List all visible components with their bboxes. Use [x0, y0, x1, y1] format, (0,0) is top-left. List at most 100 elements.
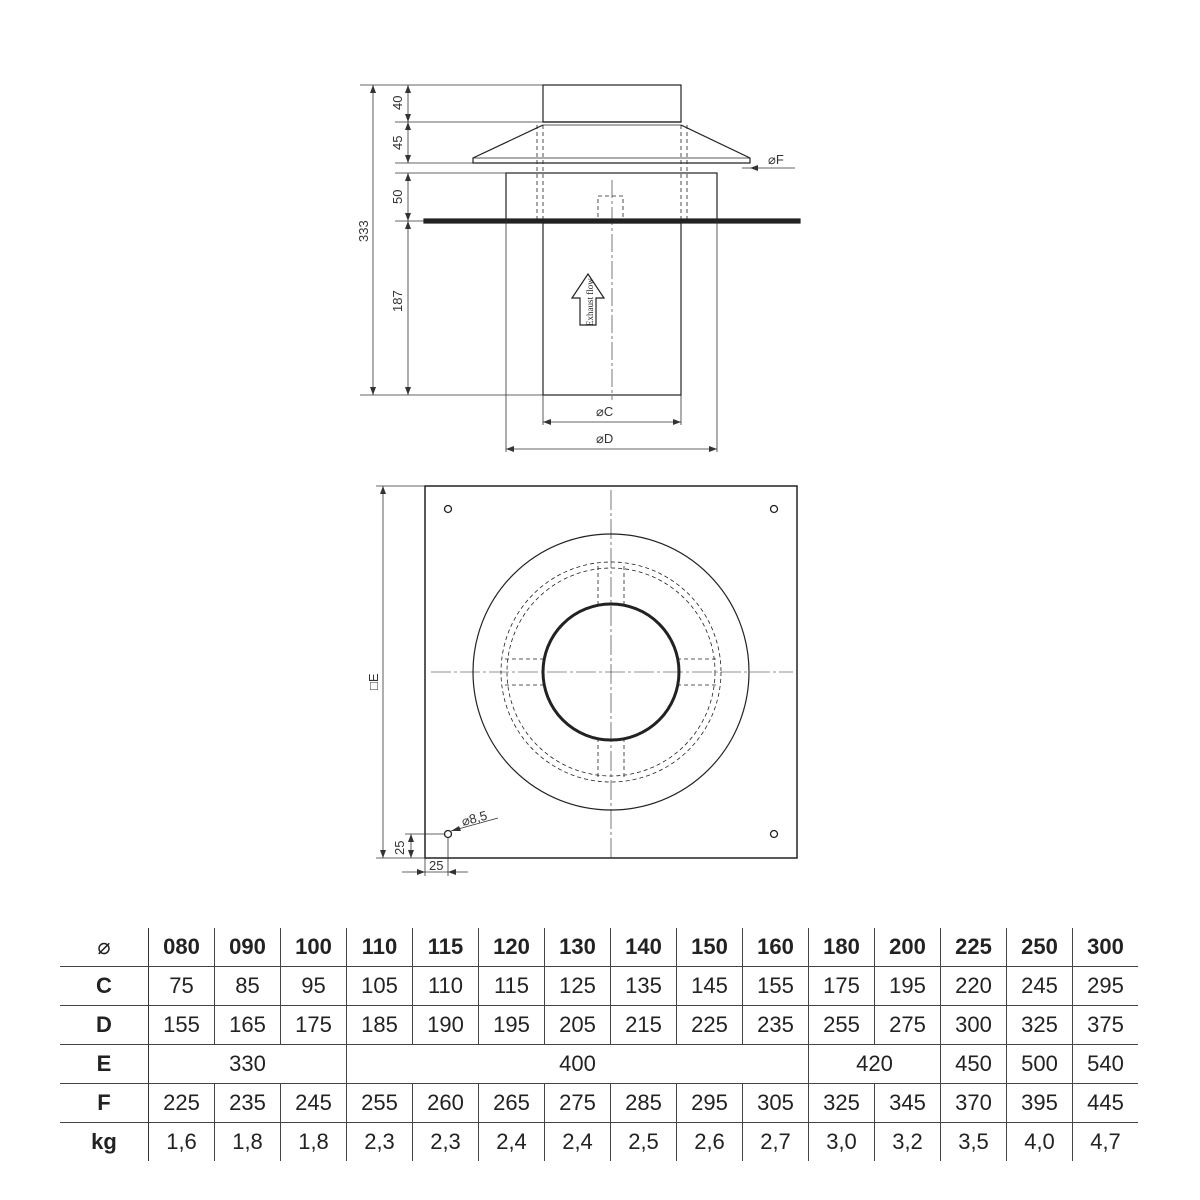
- mount-hole: [769, 829, 779, 839]
- dim-25-vertical: 25: [392, 841, 407, 855]
- table-cell: 115: [478, 966, 545, 1006]
- table-cell: 345: [874, 1083, 941, 1123]
- exhaust-flow-arrow-icon: [570, 272, 606, 326]
- table-cell: 395: [1006, 1083, 1073, 1123]
- table-cell: 225: [148, 1083, 215, 1123]
- table-cell: 175: [280, 1005, 347, 1045]
- table-cell: 325: [1006, 1005, 1073, 1045]
- dim-25-horizontal: 25: [429, 858, 443, 873]
- label-hole-diameter: ⌀8,5: [460, 808, 489, 829]
- table-cell: 260: [412, 1083, 479, 1123]
- table-cell: 2,4: [544, 1122, 611, 1161]
- size-cell: 140: [610, 928, 677, 967]
- size-cell: 180: [808, 928, 875, 967]
- row-label: F: [60, 1083, 149, 1123]
- table-cell: 190: [412, 1005, 479, 1045]
- table-cell: 295: [1072, 966, 1138, 1006]
- dim-187: 187: [390, 290, 405, 312]
- table-cell: 245: [280, 1083, 347, 1123]
- table-cell: 540: [1072, 1044, 1138, 1084]
- table-cell: 85: [214, 966, 281, 1006]
- row-label: E: [60, 1044, 149, 1084]
- table-cell: 95: [280, 966, 347, 1006]
- table-cell: 255: [808, 1005, 875, 1045]
- size-cell: 300: [1072, 928, 1138, 967]
- table-cell: 400: [346, 1044, 809, 1084]
- side-view-arrowheads: [370, 85, 758, 452]
- table-cell: 1,8: [214, 1122, 281, 1161]
- table-cell: 4,7: [1072, 1122, 1138, 1161]
- mount-hole: [769, 504, 779, 514]
- dim-50: 50: [390, 190, 405, 204]
- table-cell: 275: [874, 1005, 941, 1045]
- table-cell: 235: [214, 1083, 281, 1123]
- table-cell: 445: [1072, 1083, 1138, 1123]
- table-header-row: ⌀ 080 090 100 110 115 120 130 140 150 16…: [60, 928, 1138, 967]
- table-cell: 275: [544, 1083, 611, 1123]
- storm-collar: [505, 172, 718, 221]
- size-cell: 090: [214, 928, 281, 967]
- top-collar: [542, 84, 682, 123]
- size-cell: 120: [478, 928, 545, 967]
- label-c: ⌀C: [596, 404, 613, 419]
- table-cell: 2,6: [676, 1122, 743, 1161]
- size-cell: 080: [163, 934, 200, 959]
- table-cell: 3,0: [808, 1122, 875, 1161]
- table-cell: 110: [412, 966, 479, 1006]
- side-view-dimensions: [360, 84, 795, 452]
- size-cell: 100: [280, 928, 347, 967]
- size-cell: 225: [940, 928, 1007, 967]
- size-cell: 250: [1006, 928, 1073, 967]
- dim-333: 333: [356, 220, 371, 242]
- table-cell: 235: [742, 1005, 809, 1045]
- dimension-table: ⌀ 080 090 100 110 115 120 130 140 150 16…: [60, 928, 1138, 1161]
- table-cell: 2,7: [742, 1122, 809, 1161]
- table-cell: 305: [742, 1083, 809, 1123]
- table-row-kg: kg 1,6 1,8 1,8 2,3 2,3 2,4 2,4 2,5 2,6 2…: [60, 1122, 1138, 1161]
- table-cell: 500: [1006, 1044, 1073, 1084]
- table-cell: 195: [874, 966, 941, 1006]
- table-cell: 2,5: [610, 1122, 677, 1161]
- table-cell: 135: [610, 966, 677, 1006]
- table-cell: 2,4: [478, 1122, 545, 1161]
- table-cell: 325: [808, 1083, 875, 1123]
- mount-hole: [443, 504, 453, 514]
- table-cell: 175: [808, 966, 875, 1006]
- table-cell: 215: [610, 1005, 677, 1045]
- table-cell: 450: [940, 1044, 1007, 1084]
- table-cell: 155: [148, 1005, 215, 1045]
- top-view-arrowheads: [380, 486, 461, 875]
- size-cell: 130: [544, 928, 611, 967]
- size-cell: 115: [412, 928, 479, 967]
- label-f: ⌀F: [768, 152, 784, 167]
- table-cell: 205: [544, 1005, 611, 1045]
- table-cell: 145: [676, 966, 743, 1006]
- table-cell: 155: [742, 966, 809, 1006]
- table-row-c: C 75 85 95 105 110 115 125 135 145 155 1…: [60, 966, 1138, 1006]
- technical-drawing: Exhaust flow 40 45: [356, 84, 801, 876]
- size-cell: 200: [874, 928, 941, 967]
- table-cell: 3,5: [940, 1122, 1007, 1161]
- table-row-f: F 225 235 245 255 260 265 275 285 295 30…: [60, 1083, 1138, 1123]
- size-cell: 110: [346, 928, 413, 967]
- flow-label: Exhaust flow: [585, 278, 595, 326]
- header-symbol: ⌀: [60, 928, 149, 967]
- table-cell: 4,0: [1006, 1122, 1073, 1161]
- table-cell: 195: [478, 1005, 545, 1045]
- row-label: D: [60, 1005, 149, 1045]
- label-e: □E: [366, 673, 381, 690]
- table-cell: 375: [1072, 1005, 1138, 1045]
- top-view: [424, 485, 798, 859]
- row-label: kg: [60, 1122, 149, 1161]
- table-cell: 295: [676, 1083, 743, 1123]
- table-cell: 105: [346, 966, 413, 1006]
- table-cell: 420: [808, 1044, 941, 1084]
- table-cell: 165: [214, 1005, 281, 1045]
- side-view: [423, 84, 801, 400]
- label-d: ⌀D: [596, 431, 613, 446]
- rain-cap: [472, 124, 751, 164]
- table-cell: 2,3: [412, 1122, 479, 1161]
- table-cell: 265: [478, 1083, 545, 1123]
- table-cell: 220: [940, 966, 1007, 1006]
- table-cell: 245: [1006, 966, 1073, 1006]
